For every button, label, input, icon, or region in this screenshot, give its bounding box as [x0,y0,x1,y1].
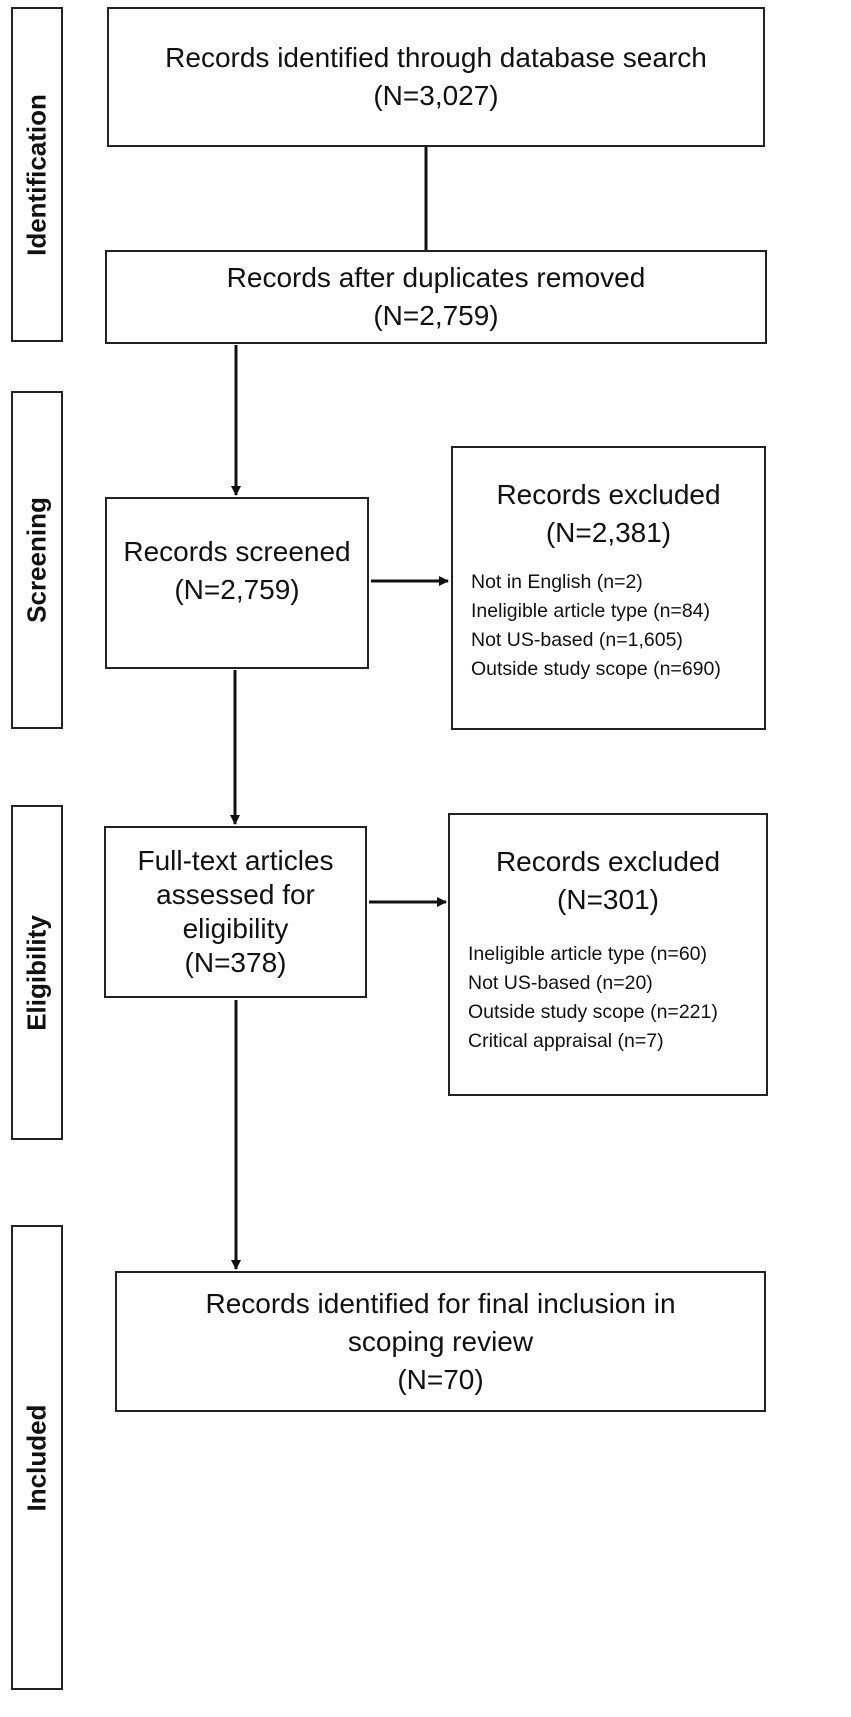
box-records-screened: Records screened (N=2,759) [105,497,369,669]
list-item: Ineligible article type (n=84) [471,600,711,622]
box-records-included: Records identified for final inclusion i… [115,1271,766,1412]
fulltext-label-line3: eligibility [182,913,289,944]
records-deduplicated-label: Records after duplicates removed [226,262,646,293]
stage-label-screening: Screening [11,391,63,729]
records-identified-label: Records identified through database sear… [165,42,707,73]
records-deduplicated-count: (N=2,759) [373,300,499,331]
records-included-label-line1: Records identified for final inclusion i… [205,1287,676,1319]
list-item: Not US-based (n=1,605) [471,629,683,651]
list-item: Not in English (n=2) [471,571,643,593]
fulltext-label-line1: Full-text articles [137,845,334,876]
fulltext-label-line2: assessed for [156,879,315,910]
stage-label-included: Included [11,1225,63,1690]
records-screened-label: Records screened [123,536,351,567]
box-records-identified: Records identified through database sear… [107,7,765,147]
list-item: Critical appraisal (n=7) [468,1030,664,1052]
eligibility-excluded-title: Records excluded [495,846,721,877]
records-identified-count: (N=3,027) [373,80,499,111]
records-included-label-line2: scoping review [347,1325,534,1357]
stage-label-eligibility: Eligibility [11,805,63,1140]
list-item: Outside study scope (n=690) [471,658,721,680]
screening-excluded-reasons: Not in English (n=2) Ineligible article … [471,568,756,684]
box-eligibility-excluded: Records excluded (N=301) Ineligible arti… [448,813,768,1096]
screening-excluded-title: Records excluded [496,479,721,510]
box-fulltext-assessed: Full-text articles assessed for eligibil… [104,826,367,998]
stage-label-identification: Identification [11,7,63,342]
fulltext-count: (N=378) [184,947,287,978]
screening-excluded-count: (N=2,381) [545,517,672,548]
list-item: Not US-based (n=20) [468,972,653,994]
eligibility-excluded-reasons: Ineligible article type (n=60) Not US-ba… [468,940,758,1056]
box-records-deduplicated: Records after duplicates removed (N=2,75… [105,250,767,344]
box-screening-excluded: Records excluded (N=2,381) Not in Englis… [451,446,766,730]
eligibility-excluded-count: (N=301) [557,884,659,915]
list-item: Ineligible article type (n=60) [468,943,708,965]
records-included-count: (N=70) [397,1363,484,1395]
list-item: Outside study scope (n=221) [468,1001,718,1023]
records-screened-count: (N=2,759) [174,574,300,605]
